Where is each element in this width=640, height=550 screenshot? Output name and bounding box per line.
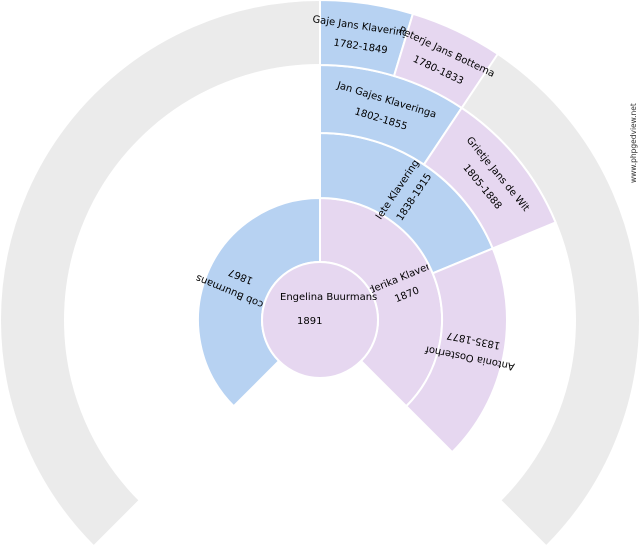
- watermark: www.phpgedview.net: [629, 103, 638, 183]
- root-name: Engelina Buurmans: [280, 292, 377, 303]
- person-wedge[interactable]: [392, 12, 500, 110]
- root-circle[interactable]: [261, 261, 379, 379]
- person-wedge[interactable]: [404, 247, 508, 454]
- root-years: 1891: [297, 316, 322, 327]
- watermark-text: www.phpgedview.net: [629, 103, 638, 183]
- person-wedge[interactable]: [422, 106, 557, 250]
- person-root[interactable]: Engelina Buurmans 1891: [261, 261, 379, 379]
